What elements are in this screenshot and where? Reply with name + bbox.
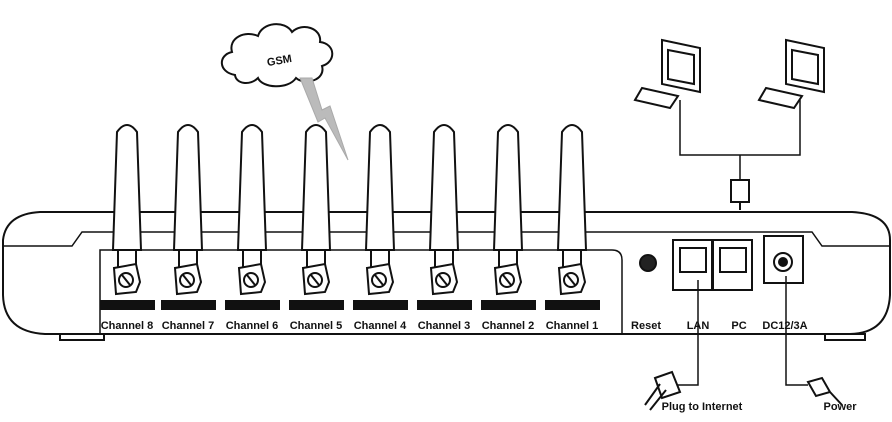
channel-label: Channel 5 — [290, 320, 343, 332]
power-cable — [785, 276, 808, 386]
network-hub-connector — [730, 179, 750, 203]
channel-indicator-bar — [161, 300, 216, 310]
channel-indicator-bar — [100, 300, 155, 310]
reset-button — [639, 254, 657, 272]
wireless-signal-bolt — [299, 77, 349, 161]
antenna-panel — [99, 249, 623, 334]
computer-icon — [633, 38, 701, 110]
network-cable — [679, 100, 801, 180]
channel-indicator-bar — [289, 300, 344, 310]
antenna — [492, 124, 524, 296]
reset-label: Reset — [631, 320, 661, 332]
channel-indicator-bar — [353, 300, 408, 310]
channel-label: Channel 4 — [354, 320, 407, 332]
channel-label: Channel 6 — [226, 320, 279, 332]
channel-indicator-bar — [225, 300, 280, 310]
power-label: Power — [823, 401, 857, 413]
antenna — [111, 124, 143, 296]
power-plug — [806, 376, 843, 406]
antenna — [364, 124, 396, 296]
internet-plug — [644, 370, 682, 411]
antenna — [300, 124, 332, 296]
channel-label: Channel 3 — [418, 320, 471, 332]
gsm-label: GSM — [266, 53, 293, 69]
channel-indicator-bar — [481, 300, 536, 310]
computer-icon — [757, 38, 825, 110]
channel-indicator-bar — [545, 300, 600, 310]
channel-label: Channel 1 — [546, 320, 599, 332]
channel-label: Channel 8 — [101, 320, 154, 332]
antenna — [236, 124, 268, 296]
dc-label: DC12/3A — [762, 320, 807, 332]
antenna — [428, 124, 460, 296]
antenna — [556, 124, 588, 296]
channel-indicator-bar — [417, 300, 472, 310]
lan-cable — [678, 280, 699, 386]
lan-label: LAN — [687, 320, 710, 332]
gsm-cloud — [220, 23, 334, 88]
antenna — [172, 124, 204, 296]
channel-label: Channel 7 — [162, 320, 215, 332]
pc-label: PC — [731, 320, 746, 332]
channel-label: Channel 2 — [482, 320, 535, 332]
plug-to-internet-label: Plug to Internet — [662, 401, 743, 413]
